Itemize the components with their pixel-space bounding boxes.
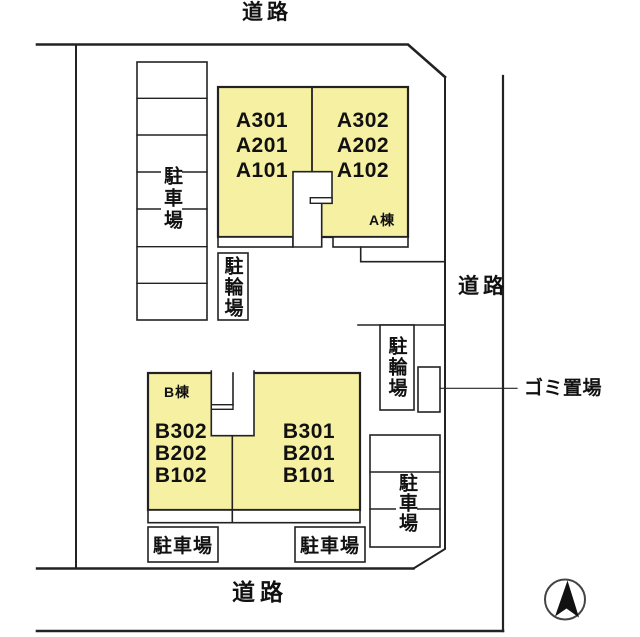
unit-label: B301 bbox=[282, 420, 336, 443]
road-label-bottom: 道路 bbox=[232, 579, 288, 605]
parking-left-label: 駐車場 bbox=[161, 166, 182, 232]
fence-line-below-building-a bbox=[359, 246, 445, 263]
road-edge-top bbox=[35, 43, 447, 79]
building-a-right-units: A302 A202 A102 bbox=[318, 108, 408, 183]
building-b-stair-landing bbox=[210, 404, 234, 411]
building-a-left-strip bbox=[217, 236, 294, 248]
unit-label: A302 bbox=[336, 109, 390, 132]
bicycle-a-label: 駐輪場 bbox=[221, 256, 243, 319]
building-b-name: B棟 bbox=[164, 384, 191, 400]
unit-label: B101 bbox=[282, 464, 336, 487]
building-b-strip bbox=[147, 509, 361, 524]
parking-b-left-box bbox=[147, 526, 219, 563]
building-a-right-strip bbox=[332, 236, 409, 248]
parking-b-right-box bbox=[294, 526, 366, 563]
road-label-right: 道路 bbox=[458, 275, 508, 298]
compass-north-needle bbox=[555, 580, 579, 618]
unit-label: A101 bbox=[235, 159, 289, 182]
parking-right-label: 駐車場 bbox=[396, 473, 417, 533]
garbage-label: ゴミ置場 bbox=[524, 378, 603, 399]
garbage-box bbox=[417, 366, 441, 413]
unit-label: A102 bbox=[336, 159, 390, 182]
bicycle-mid-label: 駐輪場 bbox=[385, 336, 407, 399]
unit-label: A201 bbox=[235, 134, 289, 157]
unit-label: A202 bbox=[336, 134, 390, 157]
unit-label: B302 bbox=[154, 420, 208, 443]
building-a-name: A棟 bbox=[369, 212, 396, 228]
building-a-left-units: A301 A201 A101 bbox=[217, 108, 307, 183]
parking-b-right-label: 駐車場 bbox=[299, 536, 360, 557]
bicycle-mid-box bbox=[379, 324, 415, 411]
building-a-stair-landing bbox=[309, 196, 333, 204]
unit-label: B102 bbox=[154, 464, 208, 487]
bicycle-a-box bbox=[217, 252, 249, 321]
building-b-left-units: B302 B202 B102 bbox=[136, 421, 226, 487]
parking-left-stalls bbox=[136, 61, 208, 321]
unit-label: B202 bbox=[154, 442, 208, 465]
building-b-right-units: B301 B201 B101 bbox=[264, 421, 354, 487]
unit-label: B201 bbox=[282, 442, 336, 465]
property-boundary-right bbox=[412, 76, 446, 570]
unit-label: A301 bbox=[235, 109, 289, 132]
road-label-top: 道路 bbox=[242, 1, 292, 24]
parking-b-left-label: 駐車場 bbox=[152, 536, 213, 557]
